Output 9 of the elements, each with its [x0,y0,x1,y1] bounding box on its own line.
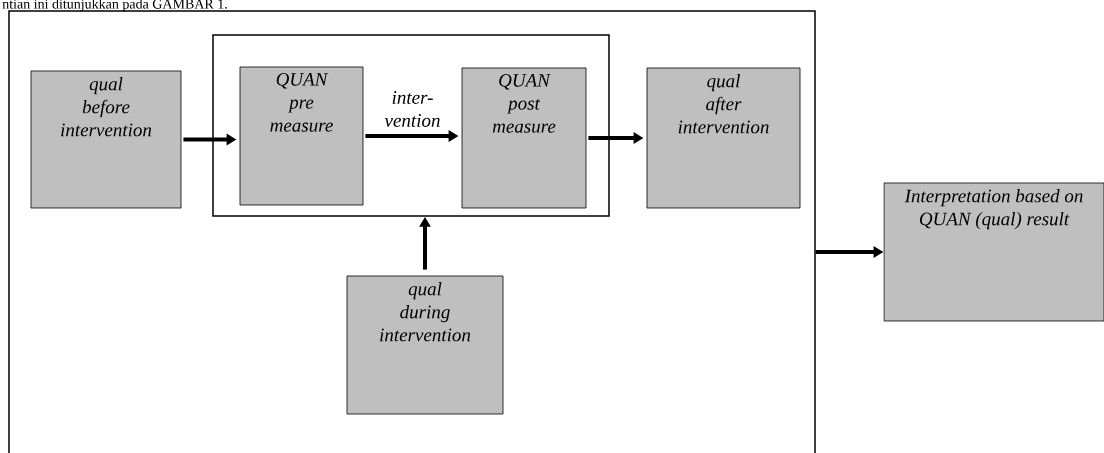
process-box: QUAN pre measure [239,66,364,206]
process-box: Interpretation based on QUAN (qual) result [883,182,1104,322]
process-box: qual during intervention [346,275,504,415]
frame-box [8,10,816,453]
process-box: qual before intervention [30,70,182,209]
edge-label: inter- vention [380,90,445,128]
frame-box [212,34,610,217]
process-box: qual after intervention [646,67,801,209]
process-box: QUAN post measure [461,67,587,209]
